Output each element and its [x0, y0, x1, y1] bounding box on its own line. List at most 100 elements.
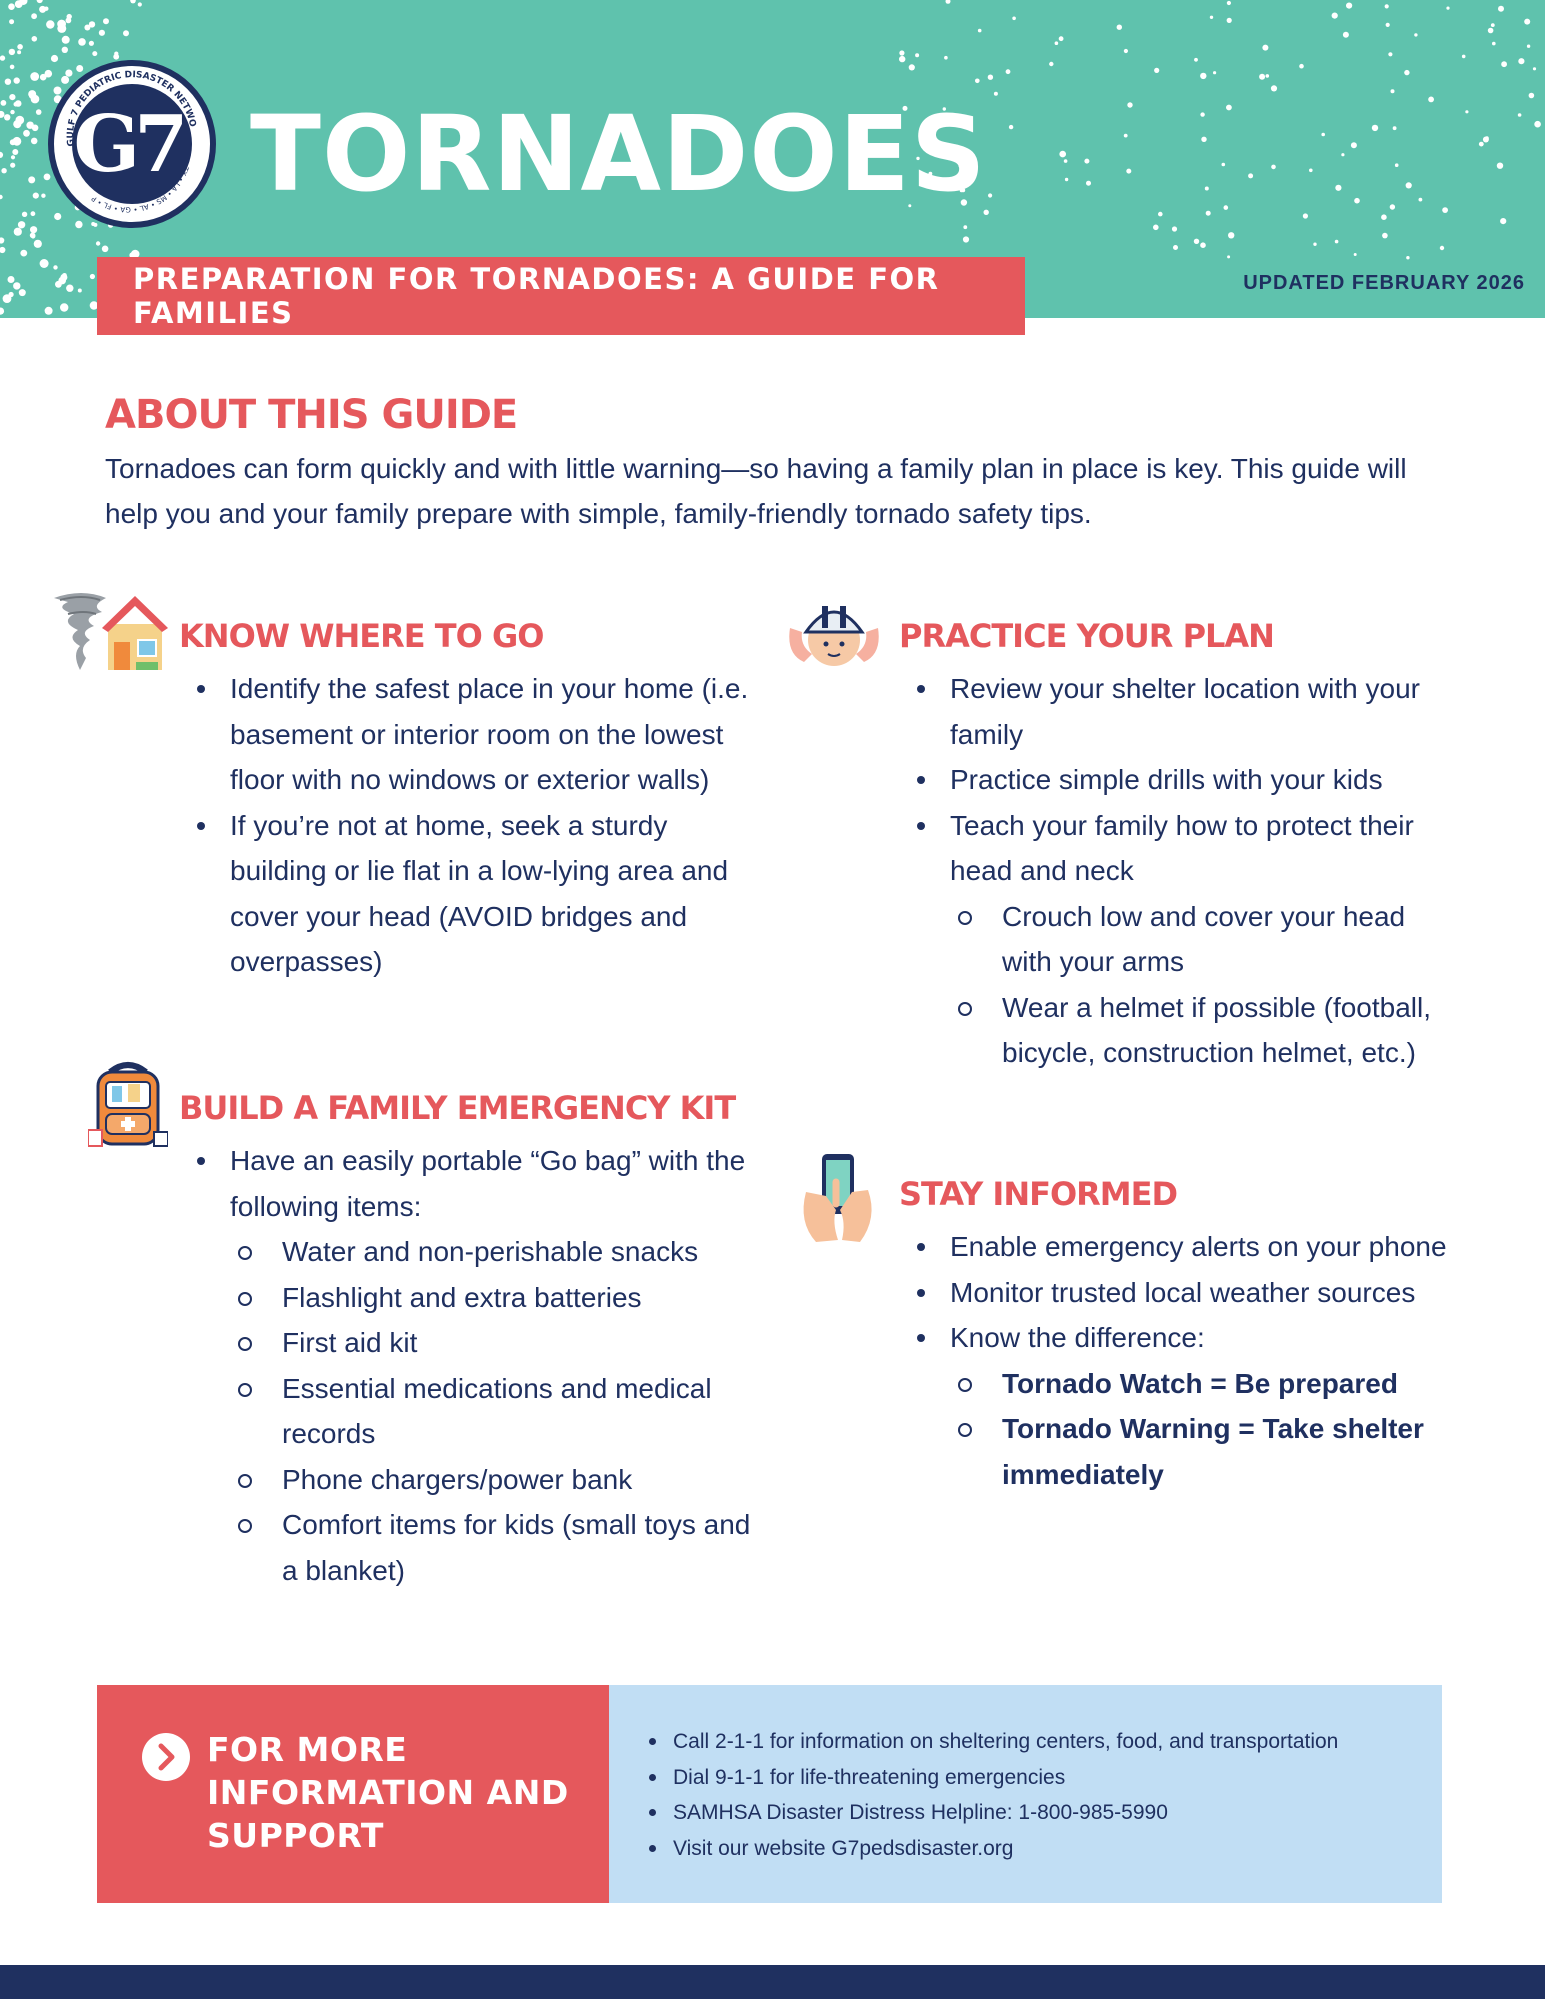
dot: [130, 0, 136, 4]
dot: [1394, 163, 1399, 167]
dot: [17, 50, 22, 55]
dot: [899, 55, 906, 63]
helmet-child-icon: [789, 606, 879, 666]
dot: [14, 0, 23, 8]
dot: [1353, 253, 1357, 256]
dot: [29, 121, 34, 127]
dot: [32, 192, 39, 199]
dot: [1461, 54, 1466, 59]
dot: [28, 176, 36, 184]
dot: [9, 94, 16, 101]
dot: [9, 19, 15, 25]
dot: [61, 75, 70, 84]
dot: [1405, 182, 1412, 189]
stay-informed-title: STAY INFORMED: [899, 1175, 1178, 1213]
dot: [1309, 168, 1313, 173]
dot: [1350, 142, 1357, 149]
dot: [1299, 63, 1304, 69]
list-item: Enable emergency alerts on your phone: [899, 1224, 1459, 1270]
sub-list-item: Water and non-perishable snacks: [230, 1229, 759, 1275]
dot: [945, 0, 951, 4]
dot: [1012, 16, 1016, 21]
dot: [39, 5, 47, 13]
dot: [9, 64, 15, 70]
dot: [30, 211, 36, 217]
dot: [95, 241, 101, 246]
g7-logo: GULF 7 PEDIATRIC DISASTER NETWORK TX • L…: [48, 60, 216, 228]
list-item: Practice simple drills with your kids: [899, 757, 1459, 803]
dot: [1524, 18, 1531, 25]
about-text: Tornadoes can form quickly and with litt…: [105, 453, 1407, 529]
dot: [15, 115, 25, 125]
dot: [62, 273, 67, 278]
dot: [1058, 36, 1064, 42]
dot: [1248, 173, 1254, 179]
dot: [76, 65, 84, 72]
dot: [1465, 110, 1469, 114]
dot: [57, 19, 66, 29]
dot: [13, 77, 20, 84]
dot: [7, 276, 15, 283]
dot: [1123, 133, 1128, 138]
dot: [130, 249, 140, 259]
dot: [1153, 224, 1159, 231]
dot: [1271, 164, 1276, 170]
list-item-text: Have an easily portable “Go bag” with th…: [230, 1145, 746, 1222]
dot: [78, 38, 86, 46]
list-item: Visit our website G7pedsdisaster.org: [645, 1831, 1338, 1867]
dot: [0, 237, 5, 244]
dot: [41, 193, 46, 198]
dot: [8, 291, 14, 298]
dot: [1063, 159, 1068, 163]
sub-list-item: Tornado Warning = Take shelter immediate…: [950, 1406, 1459, 1497]
dot: [89, 301, 99, 310]
sub-list-item: First aid kit: [230, 1320, 759, 1366]
dot: [962, 236, 970, 243]
dot: [1049, 61, 1054, 67]
dot: [1418, 197, 1423, 202]
list-item: SAMHSA Disaster Distress Helpline: 1-800…: [645, 1795, 1338, 1831]
dot: [46, 20, 55, 29]
dot: [44, 306, 53, 315]
dot: [1526, 44, 1531, 48]
dot: [31, 13, 37, 20]
dot: [1313, 242, 1317, 246]
build-kit-sublist: Water and non-perishable snacks Flashlig…: [230, 1229, 759, 1593]
dot: [4, 78, 12, 85]
dot: [1331, 12, 1338, 19]
dot: [1446, 6, 1450, 10]
dot: [1193, 238, 1200, 244]
dot: [1226, 17, 1232, 23]
dot: [75, 220, 83, 229]
dot: [1371, 124, 1379, 132]
dot: [1127, 102, 1133, 108]
dot: [1213, 71, 1217, 75]
practice-plan-section: PRACTICE YOUR PLAN Review your shelter l…: [899, 620, 1459, 1076]
dot: [1123, 48, 1128, 54]
know-where-title: KNOW WHERE TO GO: [179, 617, 544, 655]
dot: [975, 78, 980, 84]
dot: [1334, 239, 1339, 244]
dot: [123, 30, 129, 37]
dot: [1116, 24, 1123, 30]
dot: [101, 245, 109, 253]
know-where-list: Identify the safest place in your home (…: [179, 666, 759, 985]
dot: [899, 50, 905, 56]
dot: [1501, 61, 1507, 68]
dot: [65, 17, 72, 24]
dot: [20, 249, 28, 257]
dot: [88, 40, 94, 46]
tornado-house-icon: [54, 593, 168, 670]
dot: [1064, 177, 1069, 182]
dot: [53, 265, 58, 270]
dot: [1008, 124, 1014, 130]
phone-hands-icon: [803, 1154, 872, 1242]
practice-plan-list: Review your shelter location with your f…: [899, 666, 1459, 1076]
dot: [902, 105, 908, 111]
dot: [915, 53, 920, 58]
dot: [31, 124, 39, 132]
page-title: TORNADOES: [250, 93, 987, 215]
sub-list-item: Comfort items for kids (small toys and a…: [230, 1502, 759, 1593]
dot: [983, 209, 989, 215]
list-item: Dial 9-1-1 for life-threatening emergenc…: [645, 1760, 1338, 1796]
